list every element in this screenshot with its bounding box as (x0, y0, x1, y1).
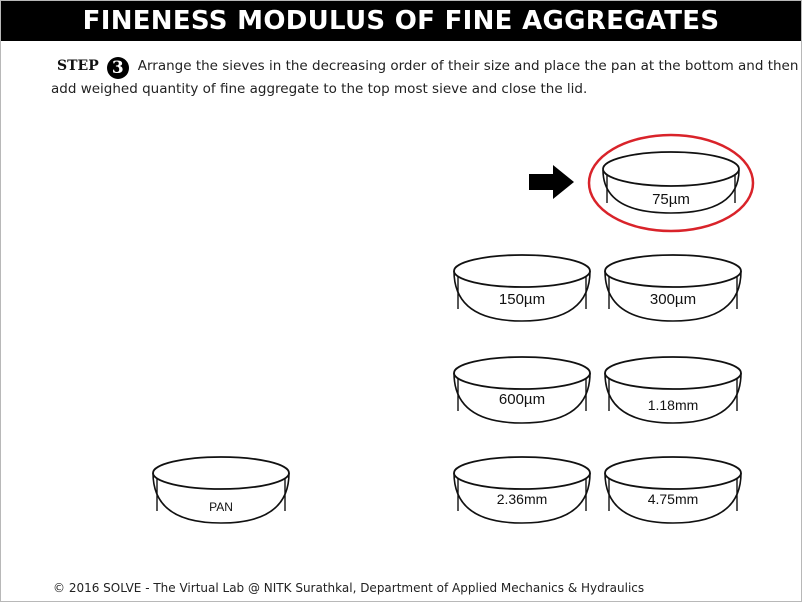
sieve-600um[interactable]: 600µm (452, 353, 592, 428)
step-label: STEP (57, 58, 99, 74)
sieve-label: 150µm (498, 291, 546, 308)
sieve-150um[interactable]: 150µm (452, 251, 592, 326)
pan[interactable]: PAN (151, 453, 291, 528)
highlight-ellipse (587, 133, 755, 233)
step-text: Arrange the sieves in the decreasing ord… (51, 58, 799, 97)
sieve-1-18mm[interactable]: 1.18mm (603, 353, 743, 428)
sieve-2-36mm[interactable]: 2.36mm (452, 453, 592, 528)
sieve-label: 4.75mm (647, 491, 699, 507)
sieve-label: 300µm (649, 291, 697, 308)
sieve-label: 75µm (652, 191, 690, 208)
pan-label: PAN (209, 500, 233, 514)
step-number-badge: 3 (106, 57, 129, 79)
sieve-75um[interactable]: 75µm (587, 133, 755, 233)
page-title: FINENESS MODULUS OF FINE AGGREGATES (1, 1, 801, 41)
arrow-right-icon (529, 165, 575, 199)
footer-copyright: © 2016 SOLVE - The Virtual Lab @ NITK Su… (53, 581, 645, 595)
sieve-300um[interactable]: 300µm (603, 251, 743, 326)
sieve-label: 600µm (498, 391, 546, 408)
sieve-4-75mm[interactable]: 4.75mm (603, 453, 743, 528)
sieve-label: 2.36mm (496, 491, 548, 507)
sieve-label: 1.18mm (647, 397, 699, 413)
